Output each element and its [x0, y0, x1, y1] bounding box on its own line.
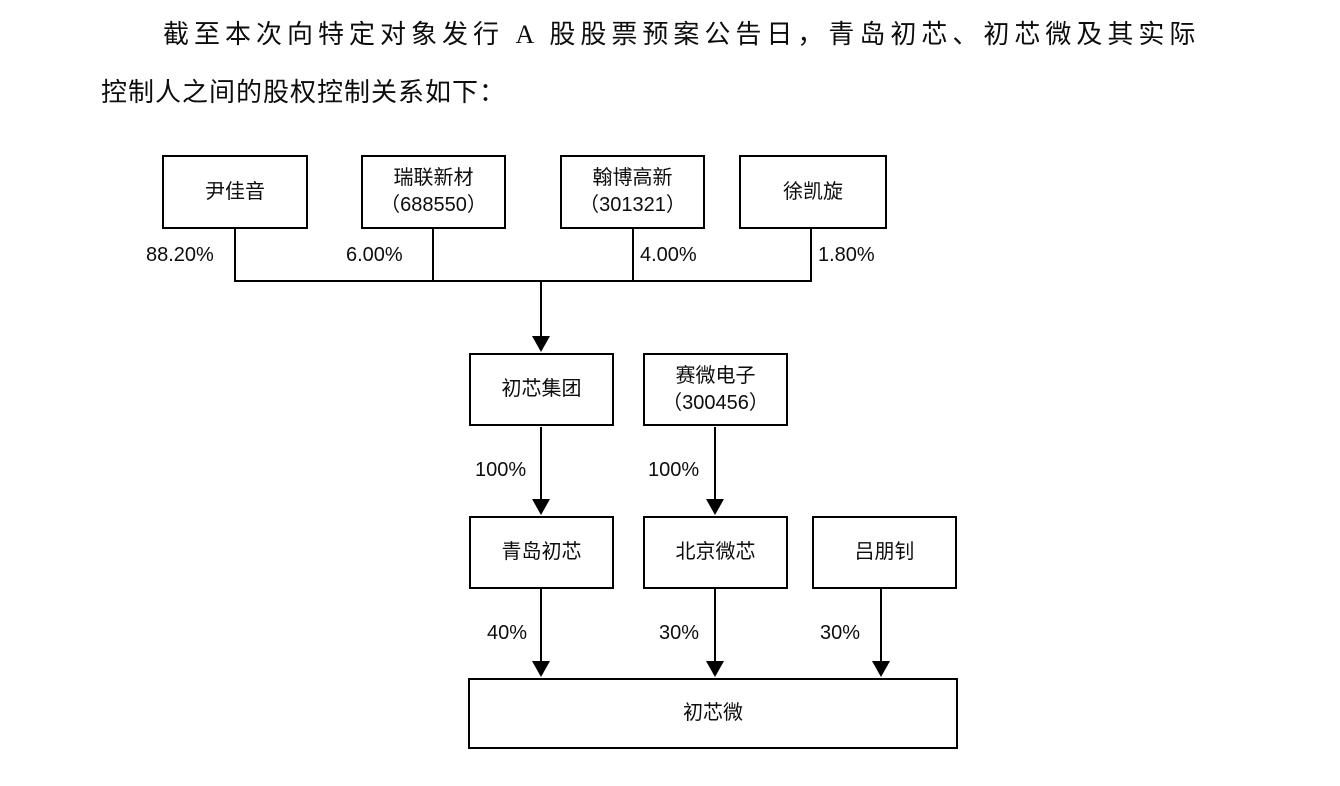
node-saiwei-dianzi: 赛微电子 （300456）	[643, 353, 788, 426]
node-qingdao-chuxin: 青岛初芯	[469, 516, 614, 589]
arrow-down-icon	[706, 499, 724, 515]
connector-line	[540, 282, 542, 337]
node-label: 赛微电子	[675, 364, 756, 387]
connector-line	[632, 229, 634, 282]
connector-line	[432, 229, 434, 282]
node-label: 青岛初芯	[501, 541, 582, 563]
node-label: 瑞联新材	[393, 167, 474, 189]
ownership-pct-beijing: 30%	[659, 622, 700, 644]
node-xu-kai-xuan: 徐凯旋	[739, 155, 887, 229]
node-label: 尹佳音	[205, 180, 265, 203]
ownership-pct-saiwei: 100%	[648, 459, 700, 481]
arrow-down-icon	[872, 661, 890, 677]
node-ruilian-xincai: 瑞联新材 （688550）	[361, 155, 506, 229]
arrow-down-icon	[532, 499, 550, 515]
connector-line	[540, 427, 542, 500]
node-label: 吕朋钊	[854, 541, 915, 563]
node-chuxin-group: 初芯集团	[469, 353, 614, 426]
node-stock-code: （300456）	[662, 391, 769, 414]
node-yin-jia-yin: 尹佳音	[162, 155, 308, 229]
arrow-down-icon	[706, 661, 724, 677]
node-label: 初芯集团	[501, 378, 582, 400]
connector-line	[714, 589, 716, 662]
arrow-down-icon	[532, 661, 550, 677]
arrow-down-icon	[532, 336, 550, 352]
connector-line	[234, 229, 236, 282]
ownership-pct-hanbo: 4.00%	[640, 244, 697, 266]
intro-paragraph-line-1: 截至本次向特定对象发行 A 股股票预案公告日，青岛初芯、初芯微及其实际	[163, 20, 1201, 49]
node-label: 徐凯旋	[783, 180, 843, 203]
node-stock-code: （301321）	[579, 194, 686, 216]
node-chuxinwei: 初芯微	[468, 678, 958, 749]
connector-line	[810, 229, 812, 282]
ownership-pct-lv: 30%	[820, 622, 861, 644]
node-hanbo-gaoxin: 翰博高新 （301321）	[560, 155, 705, 229]
node-label: 北京微芯	[675, 541, 756, 563]
ownership-pct-ruilian: 6.00%	[346, 244, 403, 266]
node-label: 初芯微	[683, 702, 743, 724]
connector-line	[880, 589, 882, 662]
connector-line	[540, 589, 542, 662]
ownership-pct-yinjiayin: 88.20%	[146, 244, 214, 266]
ownership-pct-chuxin-group: 100%	[475, 459, 527, 481]
ownership-pct-qingdao: 40%	[487, 622, 528, 644]
node-stock-code: （688550）	[380, 194, 487, 216]
node-beijing-weixin: 北京微芯	[643, 516, 788, 589]
intro-paragraph-line-2: 控制人之间的股权控制关系如下：	[101, 78, 507, 107]
node-label: 翰博高新	[592, 167, 673, 189]
node-lv-peng-zhao: 吕朋钊	[812, 516, 957, 589]
connector-bus-line	[234, 280, 812, 282]
connector-line	[714, 427, 716, 500]
ownership-pct-xukaixuan: 1.80%	[818, 244, 875, 266]
